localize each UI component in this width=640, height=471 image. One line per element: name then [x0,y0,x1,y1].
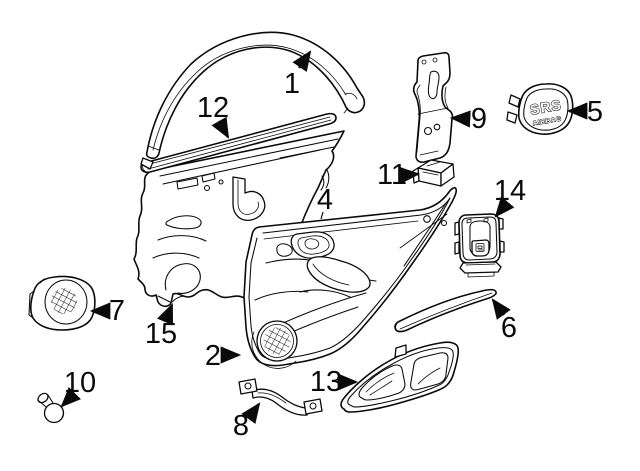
callout-2-label: 2 [205,340,221,372]
pull-handle-drawing [238,378,323,416]
callout-8-arrow [241,402,261,424]
callout-layer: 1 12 9 5 11 14 4 7 15 2 10 8 13 6 [60,50,603,442]
callout-7-label: 7 [109,295,125,327]
callout-9-label: 9 [471,103,487,135]
callout-6-label: 6 [501,312,517,344]
callout-11-label: 11 [377,159,407,191]
callout-11-arrow [399,166,421,185]
callout-1-arrow [292,50,312,73]
clip-fastener-drawing [37,392,65,424]
belt-weatherstrip-drawing [140,112,337,174]
callout-15-label: 15 [145,318,177,350]
callout-4-arrow [320,211,324,220]
callout-9-arrow [449,110,471,128]
callout-14-label: 14 [494,175,526,207]
inner-carrier-panel-drawing [133,130,345,308]
callout-4-label: 4 [317,184,333,216]
callout-6-arrow [491,298,511,320]
pillar-trim-drawing [412,51,454,163]
srs-airbag-badge-drawing: SRS AIRBAG [506,83,574,135]
callout-10-arrow [60,386,82,408]
window-frame-molding-drawing [140,31,366,170]
callout-15-arrow [157,303,174,326]
callout-12-label: 12 [197,92,229,124]
callout-10-label: 10 [64,367,96,399]
callout-13-label: 13 [310,366,342,398]
armrest-bezel-drawing [340,341,460,413]
door-trim-panel-drawing [243,186,458,369]
callout-14-arrow [494,196,515,218]
callout-1-label: 1 [284,68,300,100]
callout-5-label: 5 [587,96,603,128]
callout-12-arrow [211,116,230,139]
mounting-clip-drawing [412,159,455,187]
window-switch-drawing [454,213,505,278]
speaker-cover-drawing [28,275,96,331]
callout-8-label: 8 [233,410,249,442]
badge-srs-text: SRS [529,96,563,117]
trim-strip-drawing [394,288,497,333]
